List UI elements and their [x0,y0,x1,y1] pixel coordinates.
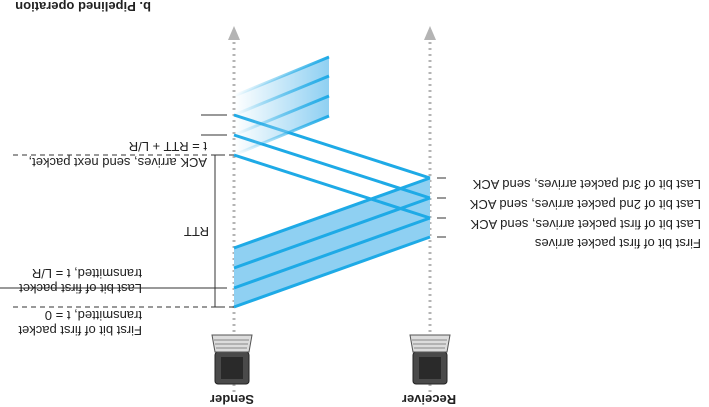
last-bit-3rd-label: Last bit of 3rd packet arrives, send ACK [472,177,701,192]
sender-computer-icon [211,334,253,385]
diagram-title: b. Pipelined operation [15,0,151,14]
receiver-ticks [437,177,446,238]
ack-label-2: t = RTT + L/R [129,139,207,154]
sender-label: Sender [210,392,254,407]
receiver-arrowhead [424,26,436,40]
last-bit-label-1: Last bit of first packet [19,281,142,296]
next-packet-band [234,57,329,155]
receiver-computer-icon [409,334,451,385]
receiver-label: Receiver [402,392,456,407]
ack-label-1: ACK arrives, send next packet, [29,155,207,170]
rtt-bracket [214,154,223,308]
first-bit-label-1: First bit of first packet [18,323,142,338]
sender-arrowhead [228,26,240,40]
last-bit-2nd-label: Last bit of 2nd packet arrives, send ACK [469,197,701,212]
first-bit-label-2: transmitted, t = 0 [45,308,142,323]
next-packet-lines [233,55,330,157]
packet-band-forward [234,178,430,307]
last-bit-1st-label: Last bit of first packet arrives, send A… [470,217,701,232]
packet-lines-forward [233,176,431,309]
last-bit-label-2: transmitted, t = L/R [32,266,142,281]
first-bit-arrives-label: First bit of first packet arrives [534,236,701,251]
rtt-label: RTT [184,224,209,239]
